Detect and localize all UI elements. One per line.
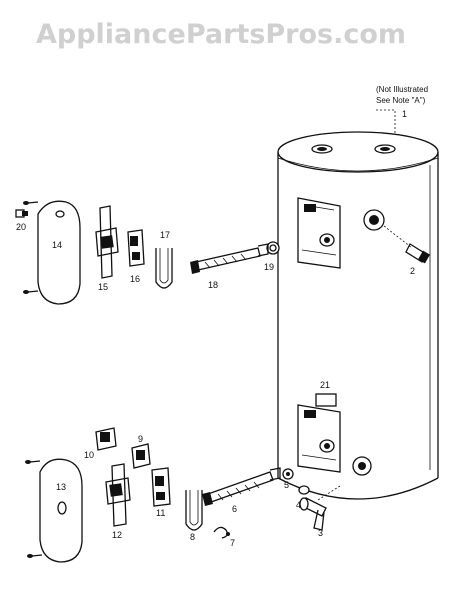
part-11-thermostat [151,467,171,507]
part-18-upper-element [190,243,269,274]
upper-cover-screw-bottom [23,290,39,294]
part-5-gasket [282,468,294,480]
part-19-gasket [266,241,280,255]
callout-21: 21 [320,380,330,390]
note-line-2: See Note "A") [376,96,426,105]
callout-16: 16 [130,274,140,284]
part-10-thermostat [95,427,117,451]
part-13-lower-cover [39,458,83,563]
callout-12: 12 [112,530,122,540]
label-plate [315,393,337,407]
callout-10: 10 [84,450,94,460]
part-3-drain-valve [299,485,341,531]
part-8-clip [185,490,203,531]
part-14-upper-cover [37,200,81,305]
callout-11: 11 [156,508,165,518]
upper-cover-screw-top [23,201,39,205]
callout-1: 1 [402,109,407,119]
site-watermark: AppliancePartsPros.com [36,19,406,50]
part-17-clip [155,248,173,289]
callout-6: 6 [232,504,237,514]
water-heater-tank [277,131,439,500]
part-12-bracket [105,463,131,527]
upper-fitting [363,209,385,231]
note-line-1: (Not Illustrated [376,85,428,94]
callout-9: 9 [138,434,143,444]
part-15-bracket [95,205,119,279]
callout-19: 19 [264,262,274,272]
part-20-plug [15,209,28,218]
upper-access-opening [297,197,341,269]
callout-15: 15 [98,282,108,292]
callout-13: 13 [56,482,66,492]
part-16-thermostat [127,229,145,267]
part-9-block [131,443,151,469]
callout-18: 18 [208,280,218,290]
callout-7: 7 [230,538,235,548]
part-7-wire [213,526,230,539]
callout-5: 5 [284,480,289,490]
part-4-gasket [298,485,310,495]
lower-cover-screw-top [25,460,41,464]
callout-20: 20 [16,222,26,232]
callout-4: 4 [296,500,301,510]
callout-14: 14 [52,240,62,250]
callout-17: 17 [160,230,170,240]
lower-cover-screw-bottom [27,554,43,558]
lower-access-opening [297,404,341,473]
part-2-fitting [383,225,430,264]
callout-8: 8 [190,532,195,542]
part-6-lower-element [202,467,281,506]
callout-2: 2 [410,266,415,276]
lower-fitting [352,456,372,476]
callout-3: 3 [318,528,323,538]
